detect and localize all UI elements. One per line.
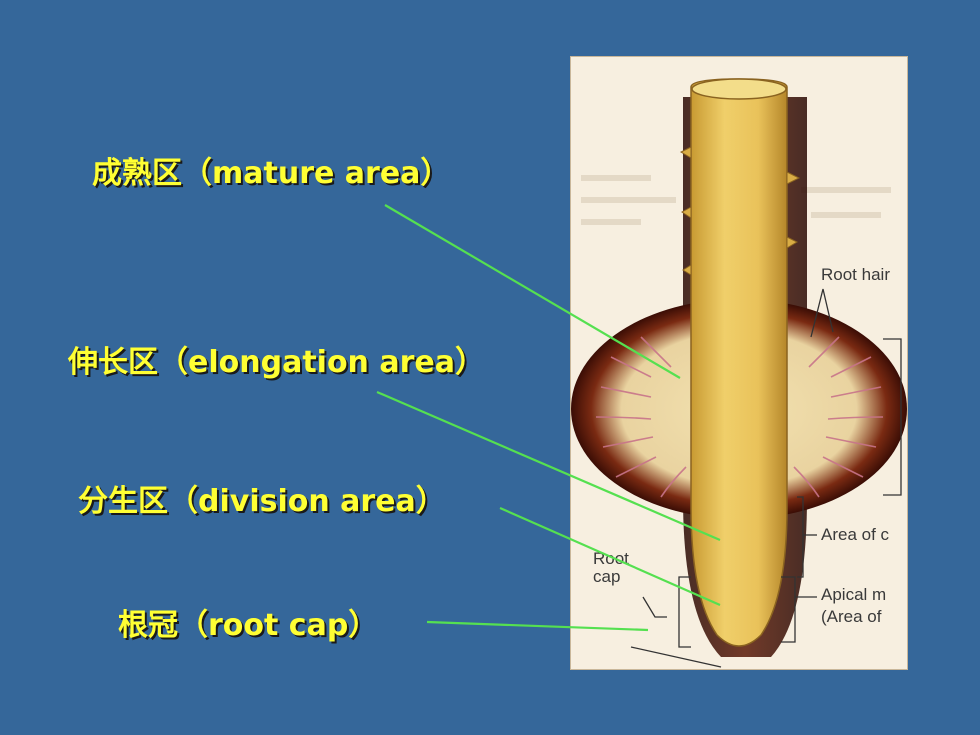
pointer-line-elongation	[376, 390, 721, 542]
pointer-line-division	[499, 506, 721, 607]
figure-label-apical-2: (Area of	[821, 607, 882, 626]
label-elongation-area: 伸长区（elongation area）	[68, 345, 485, 380]
figure-label-apical-1: Apical m	[821, 585, 887, 604]
root-top-section	[691, 78, 787, 100]
root-hairs	[595, 336, 884, 498]
pointer-line-mature	[384, 204, 681, 379]
figure-label-root-hair: Root hair	[821, 265, 890, 284]
figure-bracket-lines	[630, 288, 902, 668]
faint-background-text	[581, 175, 891, 225]
root-drawing	[571, 78, 907, 668]
figure-label-root-cap-2: cap	[593, 567, 621, 586]
pointer-line-rootcap	[426, 620, 649, 632]
figure-label-area-of: Area of c	[821, 525, 890, 544]
label-root-cap: 根冠（root cap）	[118, 608, 379, 643]
root-illustration: Root hair Area of c Root cap Apical m (A…	[570, 56, 908, 670]
lateral-root-bumps	[679, 146, 801, 276]
label-division-area: 分生区（division area）	[78, 484, 446, 519]
label-mature-area: 成熟区（mature area）	[92, 156, 451, 191]
